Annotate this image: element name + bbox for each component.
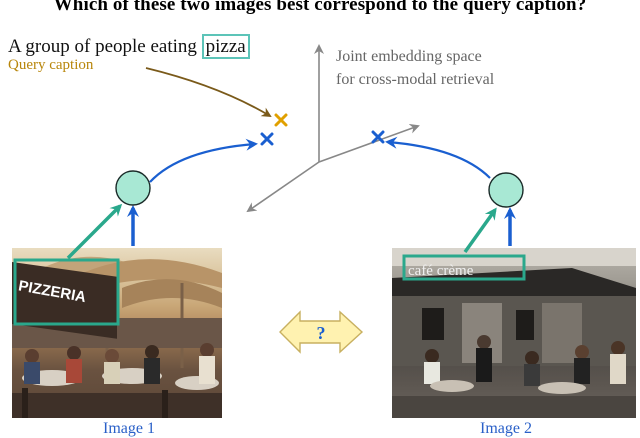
image-2-scene: café crème <box>392 248 636 418</box>
query-embedding-marker <box>274 113 288 127</box>
caption-highlight-word: pizza <box>201 34 250 59</box>
image-2-projection-arrow <box>385 136 491 179</box>
comparison-double-arrow <box>279 310 364 354</box>
query-caption-text: A group of people eating pizza <box>8 34 250 59</box>
embedding-axes <box>246 44 420 213</box>
cafe-creme-sign-text: café crème <box>408 263 474 279</box>
question-heading: Which of these two images best correspon… <box>53 0 587 15</box>
image-2-label: Image 2 <box>480 420 532 437</box>
image-2-embedding-node <box>488 172 524 208</box>
comparison-question-mark: ? <box>317 323 326 343</box>
image-1-embedding-node <box>115 170 151 206</box>
image-1-label: Image 1 <box>103 420 155 437</box>
image-1-text-region-arrow <box>66 203 123 260</box>
image-1-projection-arrow <box>149 138 258 183</box>
image-2-embedding-marker <box>371 130 385 144</box>
caption-to-query-arrow <box>145 67 272 118</box>
image-2-photo: café crème <box>392 248 636 418</box>
image-1-scene: PIZZERIA <box>12 256 222 418</box>
embedding-space-label-line1: Joint embedding space <box>336 48 482 65</box>
query-caption-label: Query caption <box>8 57 94 73</box>
image-1-embedding-marker <box>260 132 274 146</box>
image-2-text-region-box <box>402 254 526 281</box>
image-1-text-region-box <box>13 258 120 326</box>
caption-prefix: A group of people eating <box>8 36 202 57</box>
image-2-text-region-arrow <box>463 207 497 254</box>
embedding-space-label-line2: for cross-modal retrieval <box>336 71 495 88</box>
